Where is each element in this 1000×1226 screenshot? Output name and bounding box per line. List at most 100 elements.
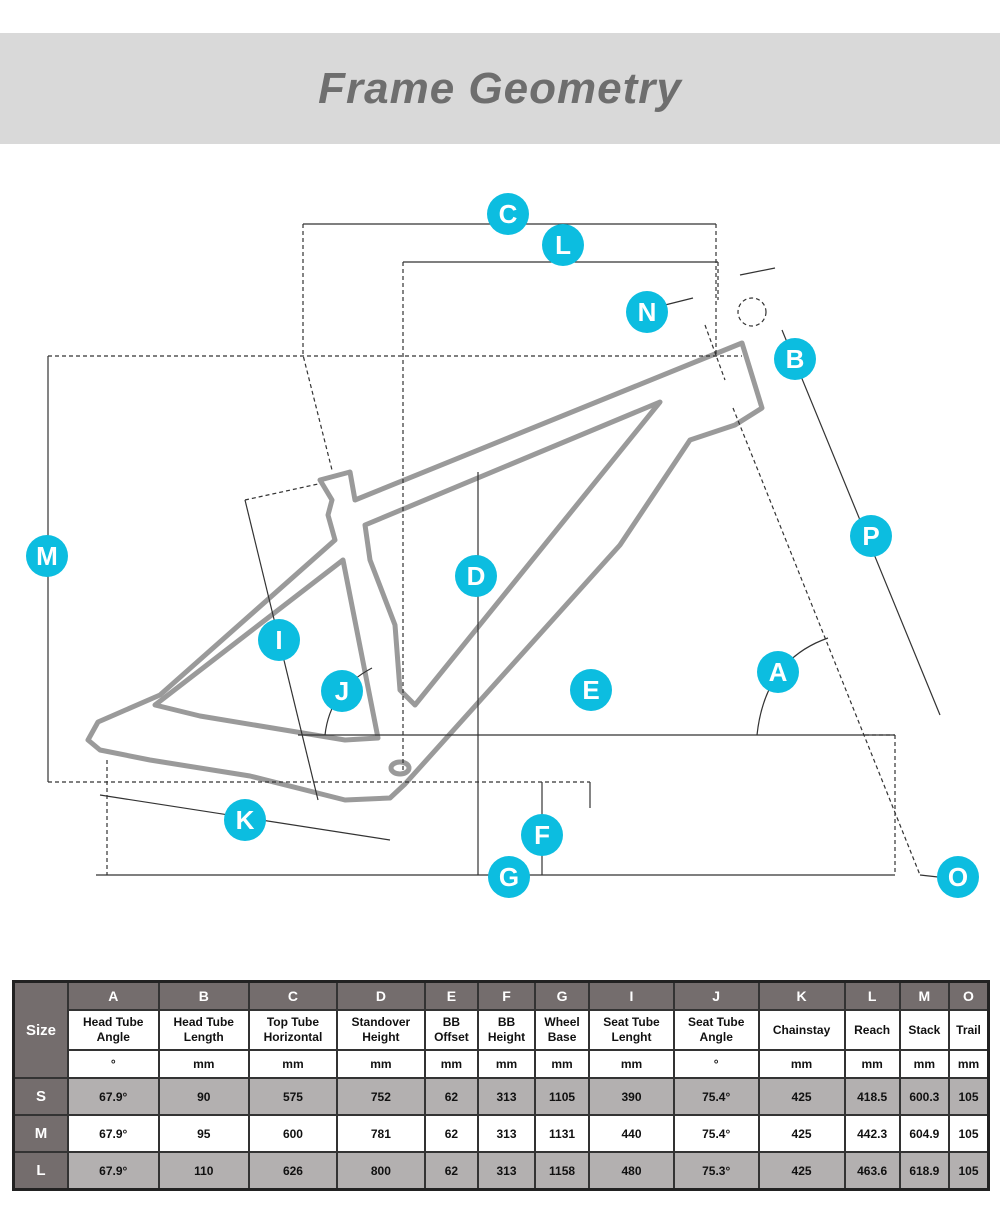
column-name-line1: Chainstay (772, 1022, 831, 1037)
bike-frame (85, 340, 765, 803)
table-cell: 425 (757, 1114, 846, 1153)
table-cell: 313 (476, 1077, 537, 1116)
marker-f: F (521, 814, 563, 856)
table-cell: 67.9° (67, 1114, 160, 1153)
column-letter: O (948, 980, 990, 1011)
table-cell: 600.3 (898, 1077, 951, 1116)
column-name-line1: Top Tube (266, 1015, 320, 1029)
table-cell: 390 (588, 1077, 675, 1116)
marker-a: A (757, 651, 799, 693)
column-unit: mm (948, 1049, 990, 1079)
row-size: S (12, 1077, 69, 1116)
svg-text:J: J (335, 676, 349, 706)
marker-o: O (937, 856, 979, 898)
table-cell: 105 (948, 1077, 990, 1116)
marker-m: M (26, 535, 68, 577)
column-name: Reach (843, 1009, 901, 1051)
marker-j: J (321, 670, 363, 712)
column-letter: D (335, 980, 426, 1011)
column-unit: mm (534, 1049, 591, 1079)
column-name-line2: Height (487, 1030, 526, 1044)
table-cell: 67.9° (67, 1077, 160, 1116)
svg-text:B: B (786, 344, 805, 374)
table-cell: 75.3° (672, 1151, 760, 1191)
column-unit: mm (588, 1049, 675, 1079)
row-size: M (12, 1114, 69, 1153)
table-cell: 575 (248, 1077, 338, 1116)
column-unit: mm (157, 1049, 250, 1079)
table-cell: 618.9 (898, 1151, 951, 1191)
table-cell: 480 (588, 1151, 675, 1191)
column-name-line1: Seat Tube (603, 1015, 660, 1029)
column-letter: C (248, 980, 338, 1011)
column-letter: J (672, 980, 760, 1011)
column-letter: F (476, 980, 537, 1011)
column-name-line2: Angle (96, 1030, 130, 1044)
frame-geometry-diagram: C L N B M P D I J E A K F G O (26, 193, 979, 898)
row-size: L (12, 1151, 69, 1191)
table-cell: 425 (757, 1151, 846, 1191)
column-name-line2: Angle (699, 1030, 733, 1044)
column-name-line1: Stack (908, 1022, 941, 1037)
column-name-line1: Wheel (544, 1015, 580, 1029)
table-cell: 62 (423, 1114, 480, 1153)
marker-d: D (455, 555, 497, 597)
column-unit: mm (423, 1049, 480, 1079)
column-letter: K (757, 980, 846, 1011)
column-name-line1: Reach (854, 1022, 891, 1037)
column-name: Trail (948, 1009, 990, 1051)
table-cell: 90 (157, 1077, 250, 1116)
column-unit: ° (672, 1049, 760, 1079)
column-name-line2: Length (183, 1030, 224, 1044)
marker-p: P (850, 515, 892, 557)
column-name-line2: Height (362, 1030, 400, 1044)
svg-text:D: D (467, 561, 486, 591)
column-name-line2: Lenght (611, 1030, 652, 1044)
table-cell: 600 (248, 1114, 338, 1153)
table-cell: 626 (248, 1151, 338, 1191)
marker-k: K (224, 799, 266, 841)
column-name-line2: Offset (434, 1030, 469, 1044)
column-unit: ° (67, 1049, 160, 1079)
svg-text:O: O (948, 862, 968, 892)
marker-g: G (488, 856, 530, 898)
svg-text:K: K (236, 805, 255, 835)
column-letter: E (423, 980, 480, 1011)
column-name-line1: Standover (351, 1015, 411, 1029)
table-cell: 463.6 (843, 1151, 901, 1191)
table-cell: 67.9° (67, 1151, 160, 1191)
column-name-line2: Base (547, 1030, 577, 1044)
table-cell: 781 (335, 1114, 426, 1153)
column-name-line1: Head Tube (83, 1015, 144, 1029)
table-cell: 604.9 (898, 1114, 951, 1153)
svg-text:E: E (582, 675, 599, 705)
svg-text:L: L (555, 230, 571, 260)
column-name-line1: BB (497, 1015, 516, 1029)
column-name-line1: BB (442, 1015, 461, 1029)
table-cell: 62 (423, 1151, 480, 1191)
column-name-line1: Seat Tube (687, 1015, 745, 1029)
column-unit: mm (248, 1049, 338, 1079)
table-cell: 75.4° (672, 1077, 760, 1116)
column-letter: L (843, 980, 901, 1011)
marker-c: C (487, 193, 529, 235)
marker-n: N (626, 291, 668, 333)
svg-text:F: F (534, 820, 550, 850)
marker-e: E (570, 669, 612, 711)
column-letter: B (157, 980, 250, 1011)
marker-l: L (542, 224, 584, 266)
svg-text:P: P (862, 521, 879, 551)
table-cell: 1105 (534, 1077, 591, 1116)
svg-text:M: M (36, 541, 58, 571)
